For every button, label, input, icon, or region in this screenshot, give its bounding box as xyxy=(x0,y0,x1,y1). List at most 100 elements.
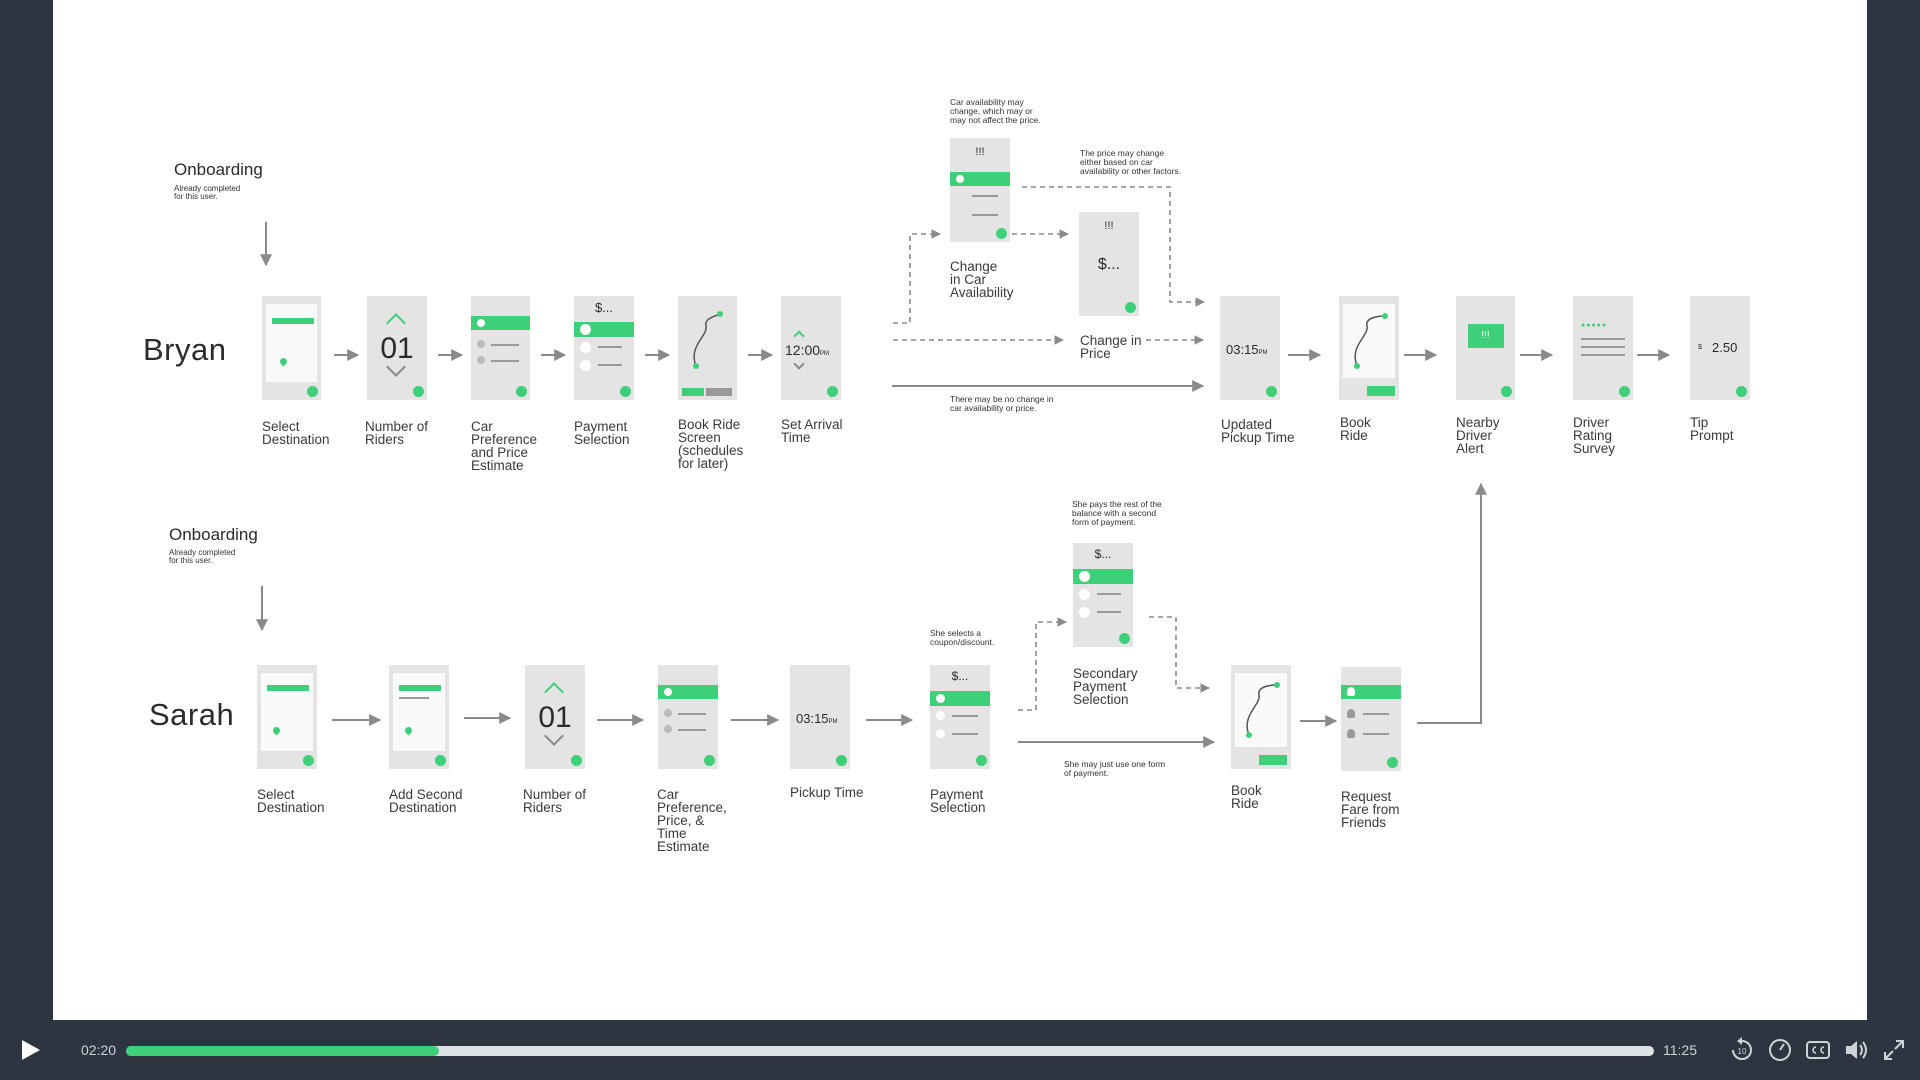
step-label: Book Ride xyxy=(1231,783,1262,811)
next-icon xyxy=(1619,386,1630,397)
screen-request-fare xyxy=(1341,667,1401,771)
next-icon xyxy=(976,755,987,766)
note-coupon: She selects a coupon/discount. xyxy=(930,628,995,647)
chevron-up-icon xyxy=(793,330,805,342)
screen-select-destination xyxy=(257,665,317,769)
step-label: Book Ride Screen (schedules for later) xyxy=(678,417,744,471)
rating-stars-icon: ●●●●● xyxy=(1581,322,1608,329)
route-map-icon xyxy=(1246,682,1280,738)
speed-icon[interactable] xyxy=(1766,1036,1794,1064)
next-icon xyxy=(1736,386,1747,397)
user-icon xyxy=(1347,729,1355,738)
step-label: Request Fare from Friends xyxy=(1341,789,1400,830)
next-icon xyxy=(1501,386,1512,397)
rewind-10-icon[interactable]: 10 xyxy=(1728,1036,1756,1064)
route-map-icon xyxy=(693,311,723,369)
screen-number-of-riders: 01 xyxy=(367,296,427,400)
note-balance: She pays the rest of the balance with a … xyxy=(1072,499,1162,527)
screen-select-destination xyxy=(262,296,321,400)
price-placeholder: $... xyxy=(1094,547,1112,561)
step-label: Tip Prompt xyxy=(1690,415,1734,443)
screen-change-in-price: !!! $... xyxy=(1079,212,1139,316)
fullscreen-icon[interactable] xyxy=(1880,1036,1908,1064)
screen-car-preference xyxy=(471,296,530,400)
riders-value: 01 xyxy=(538,701,572,734)
step-label: Select Destination xyxy=(257,787,325,815)
step-label: Pickup Time xyxy=(790,785,864,800)
step-label: Set Arrival Time xyxy=(781,417,843,445)
next-icon xyxy=(836,755,847,766)
next-icon xyxy=(1387,757,1398,768)
note-no-change: There may be no change in car availabili… xyxy=(950,394,1054,413)
arrival-time-value: 12:00 xyxy=(785,342,821,358)
step-label: Payment Selection xyxy=(574,419,630,447)
tip-symbol: $ xyxy=(1698,344,1702,351)
volume-icon[interactable] xyxy=(1842,1036,1870,1064)
next-icon xyxy=(303,755,314,766)
next-icon xyxy=(307,386,318,397)
price-placeholder: $... xyxy=(1097,256,1121,273)
arrival-pm: PM xyxy=(820,351,830,357)
step-label: Nearby Driver Alert xyxy=(1456,415,1500,456)
alert-marks: !!! xyxy=(1104,220,1114,232)
tip-value: 2.50 xyxy=(1712,340,1738,355)
pickup-time-value: 03:15 xyxy=(796,711,829,726)
next-icon xyxy=(1125,302,1136,313)
note-one-form: She may just use one form of payment. xyxy=(1064,759,1166,778)
skip-back-label: 10 xyxy=(1738,1047,1747,1056)
onboarding-title-bryan: Onboarding xyxy=(174,160,263,179)
screen-payment-selection: $... xyxy=(930,665,990,769)
price-placeholder: $... xyxy=(594,300,614,315)
alert-marks: !!! xyxy=(975,146,985,158)
next-icon xyxy=(516,386,527,397)
duration: 11:25 xyxy=(1663,1042,1697,1058)
onboarding-sub-bryan: Already completed for this user. xyxy=(174,184,241,201)
flow-connectors xyxy=(256,186,1671,748)
screen-set-arrival-time: 12:00PM xyxy=(781,296,841,400)
step-label: Number of Riders xyxy=(365,419,429,447)
step-label: Select Destination xyxy=(262,419,330,447)
current-time: 02:20 xyxy=(81,1042,117,1058)
next-icon xyxy=(435,755,446,766)
screen-tip-prompt: $ 2.50 xyxy=(1690,296,1750,400)
step-label: Number of Riders xyxy=(523,787,587,815)
route-map-icon xyxy=(1354,313,1388,369)
screen-number-of-riders: 01 xyxy=(525,665,585,769)
note-price-change: The price may change either based on car… xyxy=(1080,148,1182,176)
progress-bar[interactable] xyxy=(126,1046,1654,1056)
alert-marks: !!! xyxy=(1481,330,1490,341)
next-icon xyxy=(413,386,424,397)
screen-updated-pickup-time: 03:15PM xyxy=(1220,296,1280,400)
next-icon xyxy=(704,755,715,766)
onboarding-title-sarah: Onboarding xyxy=(169,525,258,544)
progress-fill xyxy=(126,1046,440,1056)
step-label: Add Second Destination xyxy=(389,787,463,815)
screen-secondary-payment: $... xyxy=(1073,543,1133,647)
persona-bryan: Bryan xyxy=(143,332,227,367)
screen-nearby-driver-alert: !!! xyxy=(1456,296,1515,400)
screen-book-ride-schedule xyxy=(678,296,737,400)
next-icon xyxy=(571,755,582,766)
next-icon xyxy=(1119,633,1130,644)
step-label: Change in Price xyxy=(1080,333,1142,361)
chevron-down-icon xyxy=(793,358,805,370)
screen-add-second-destination xyxy=(389,665,449,769)
step-label: Car Preference, Price, & Time Estimate xyxy=(657,787,727,854)
next-icon xyxy=(620,386,631,397)
slide: Bryan Onboarding Already completed for t… xyxy=(53,0,1867,1020)
price-placeholder: $... xyxy=(951,669,969,683)
step-label: Car Preference and Price Estimate xyxy=(471,419,538,473)
step-label: Payment Selection xyxy=(930,787,986,815)
user-flow-diagram: Bryan Onboarding Already completed for t… xyxy=(53,0,1867,1020)
next-icon xyxy=(827,386,838,397)
updated-pm: PM xyxy=(1258,350,1268,356)
chevron-up-icon xyxy=(544,682,564,702)
screen-car-preference xyxy=(658,665,718,769)
riders-value: 01 xyxy=(380,332,414,365)
step-label: Updated Pickup Time xyxy=(1221,417,1295,445)
play-icon[interactable] xyxy=(16,1036,44,1064)
note-car-availability: Car availability may change, which may o… xyxy=(950,97,1041,125)
screen-book-ride xyxy=(1339,296,1399,400)
step-label: Secondary Payment Selection xyxy=(1073,666,1138,707)
captions-icon[interactable] xyxy=(1804,1036,1832,1064)
